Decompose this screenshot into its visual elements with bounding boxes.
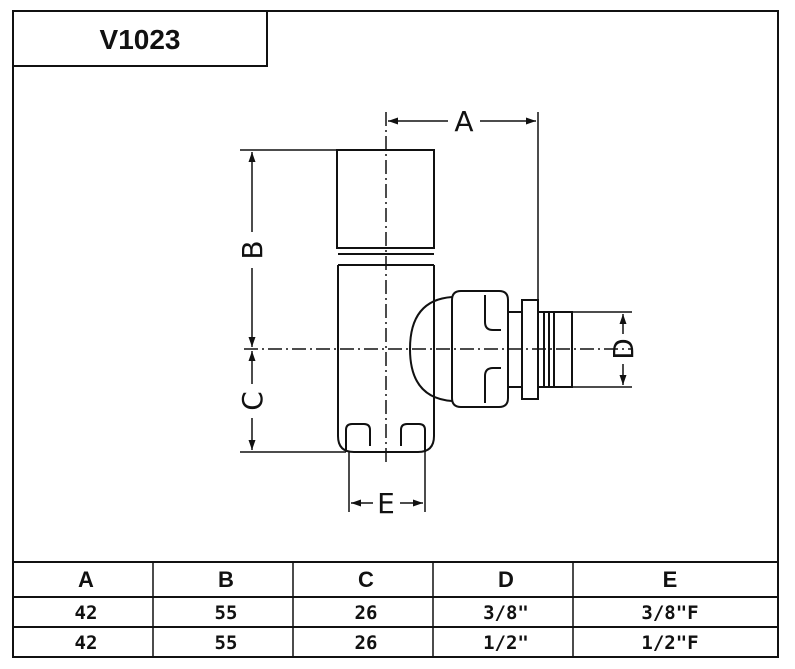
dimension-label-d: D — [607, 338, 640, 360]
table-row: 42 55 26 3/8" 3/8"F — [75, 602, 699, 624]
dimensions-table: A B C D E 42 55 26 3/8" 3/8"F 42 55 26 1… — [13, 561, 778, 657]
dimension-lines — [248, 117, 627, 507]
table-header-c: C — [358, 567, 374, 592]
table-cell-b: 55 — [215, 632, 238, 654]
table-cell-a: 42 — [75, 632, 98, 654]
table-header-b: B — [218, 567, 234, 592]
bottom-lug-right — [400, 423, 426, 452]
table-cell-d: 1/2" — [483, 632, 529, 654]
drawing-title: V1023 — [100, 24, 181, 55]
outer-frame — [12, 10, 779, 658]
table-header-e: E — [663, 567, 678, 592]
extension-lines — [240, 112, 632, 512]
center-lines — [244, 112, 632, 462]
dimension-label-a: A — [454, 105, 473, 138]
dimension-label-c: C — [236, 391, 269, 411]
table-cell-e: 1/2"F — [641, 632, 698, 654]
table-row: 42 55 26 1/2" 1/2"F — [75, 632, 699, 654]
valve-drawing — [336, 149, 573, 453]
table-cell-c: 26 — [355, 632, 378, 654]
dimension-label-b: B — [236, 240, 269, 259]
table-cell-d: 3/8" — [483, 602, 529, 624]
dimension-label-e: E — [377, 487, 395, 520]
union-nut — [451, 290, 509, 408]
table-header-a: A — [78, 567, 94, 592]
table-header-d: D — [498, 567, 514, 592]
table-cell-b: 55 — [215, 602, 238, 624]
outlet-dome — [408, 296, 453, 402]
table-cell-c: 26 — [355, 602, 378, 624]
table-cell-e: 3/8"F — [641, 602, 698, 624]
title-block: V1023 — [12, 10, 268, 67]
bottom-lug-left — [345, 423, 371, 452]
table-cell-a: 42 — [75, 602, 98, 624]
